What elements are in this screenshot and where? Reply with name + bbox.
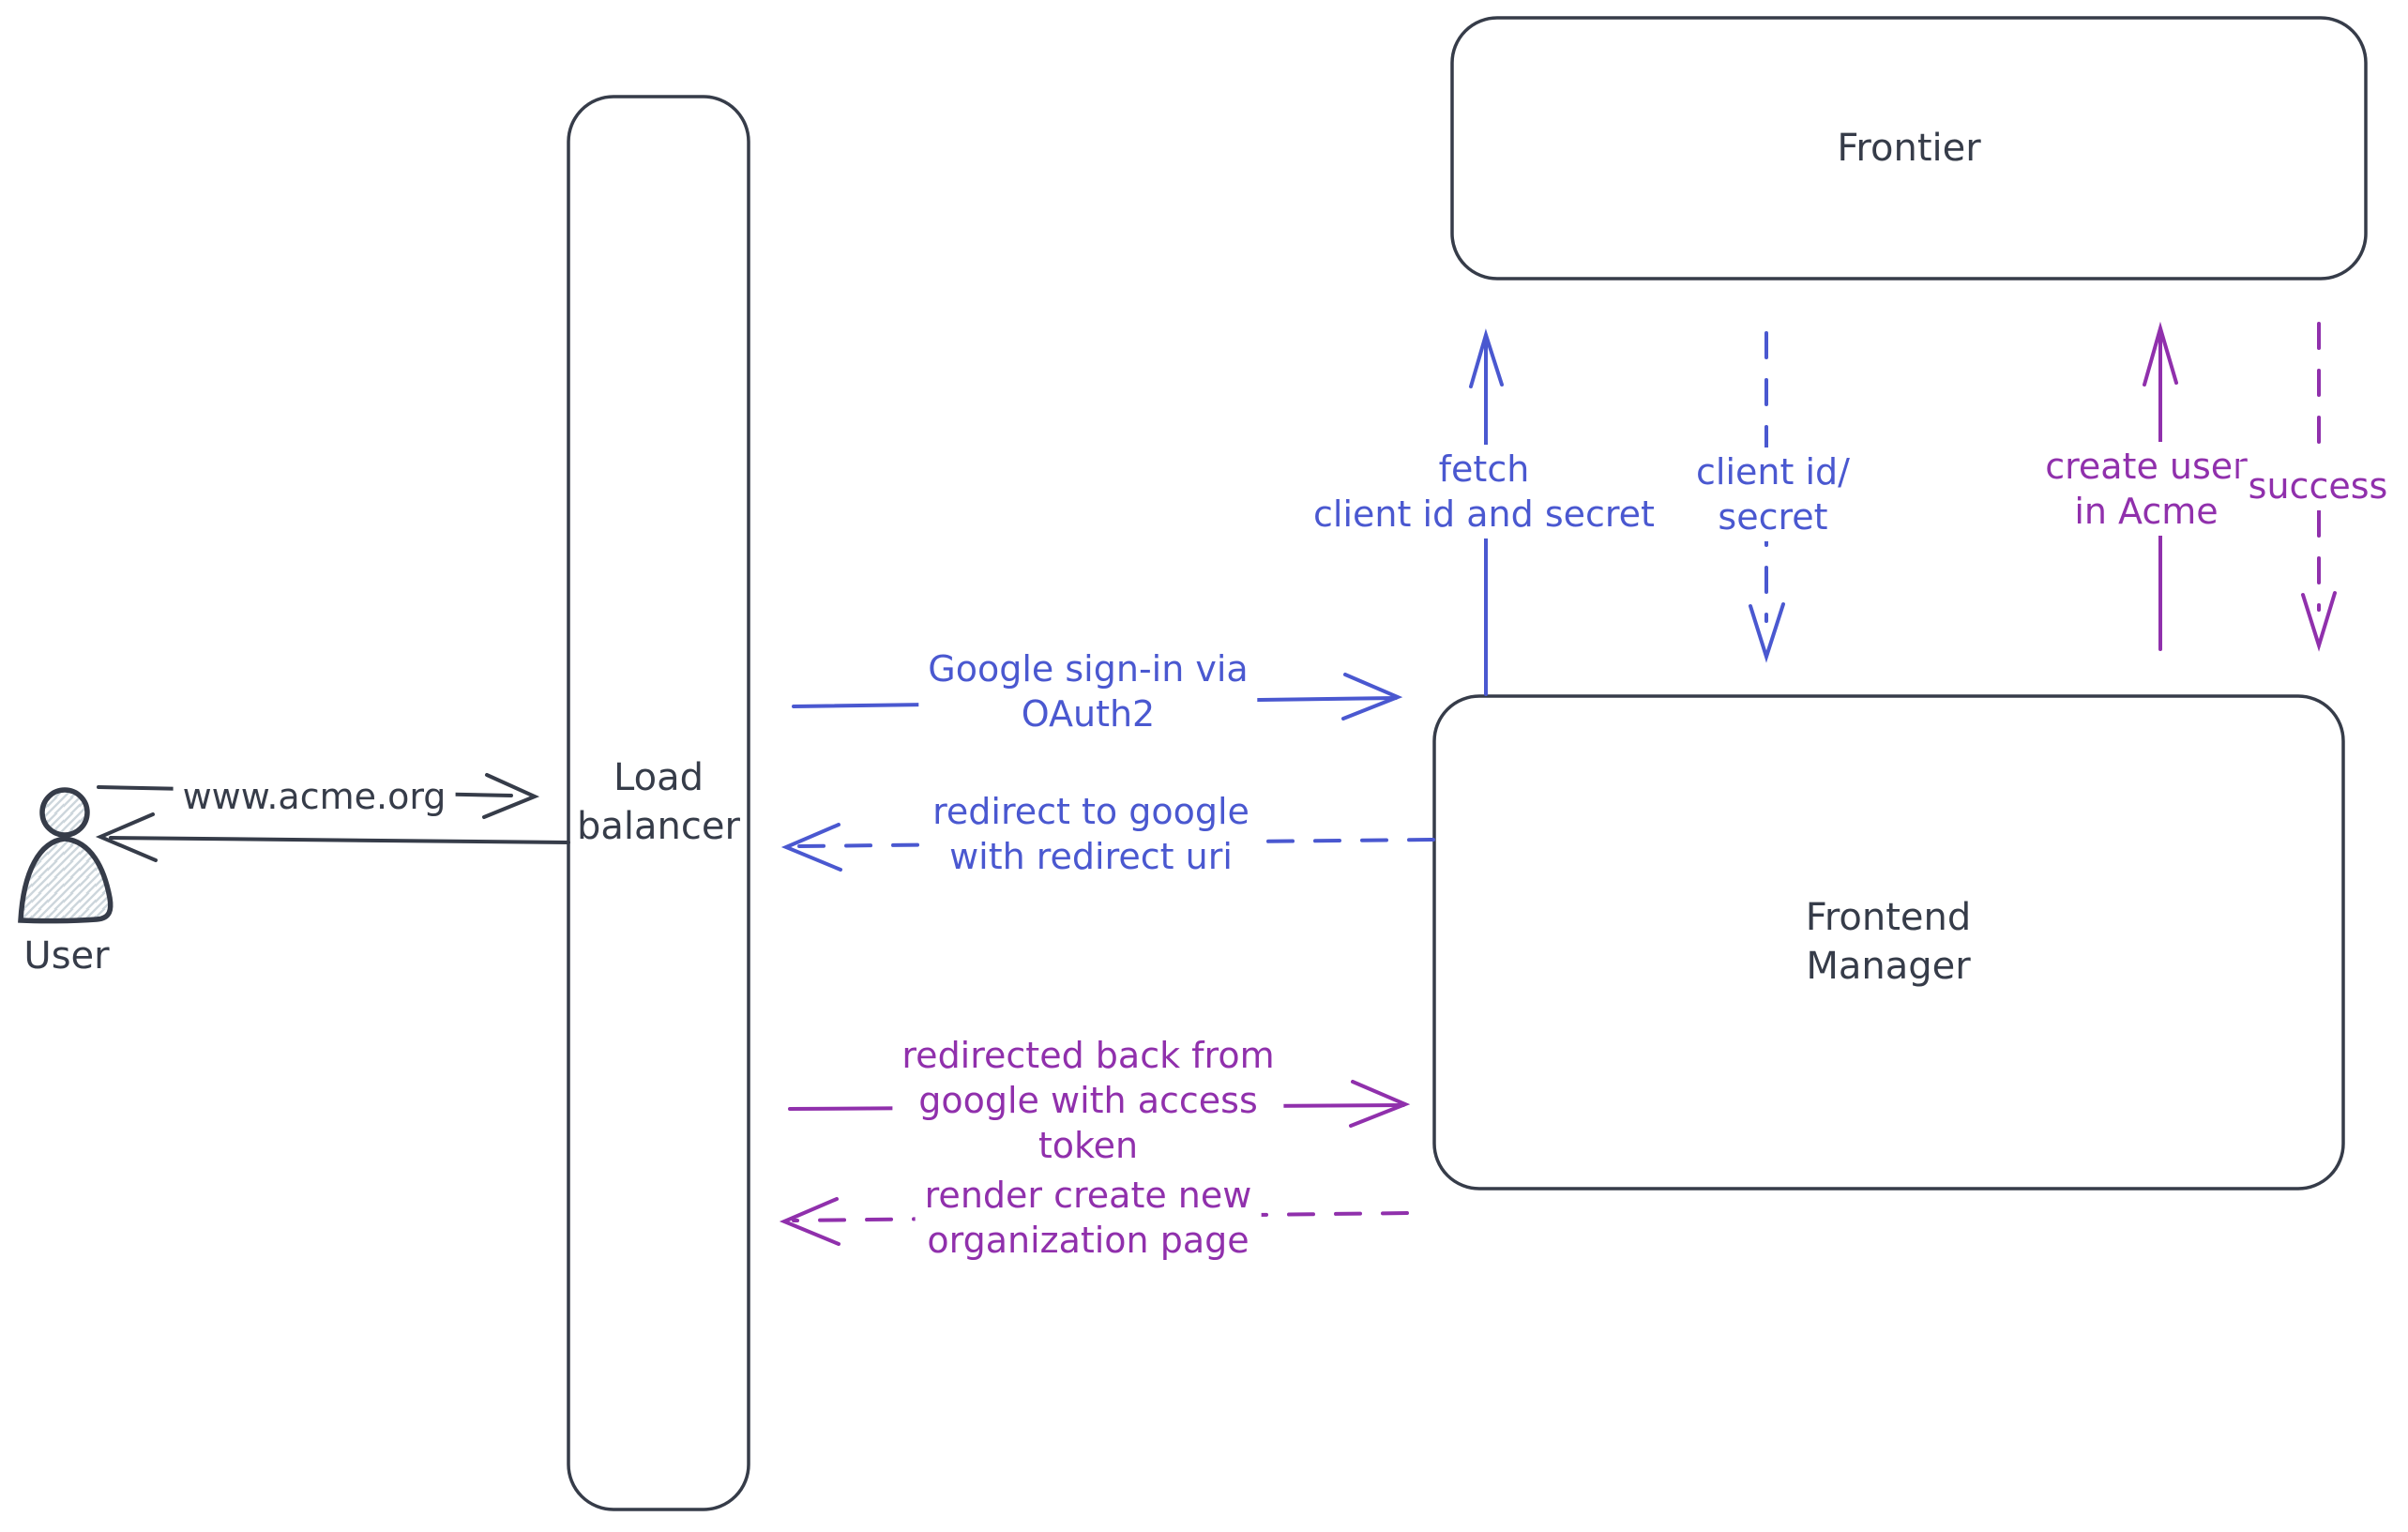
user-head	[39, 787, 90, 838]
load-balancer-label-line1: Load	[613, 756, 704, 799]
create-user-label: create user in Acme	[2036, 442, 2257, 536]
google-signin-label: Google sign-in via OAuth2	[918, 645, 1258, 738]
render-page-label-line1: render create new	[924, 1175, 1252, 1216]
load-balancer-label-line2: balancer	[577, 805, 740, 848]
load-balancer-label: Load balancer	[577, 753, 740, 851]
user-label: User	[23, 934, 110, 978]
frontier-label: Frontier	[1837, 127, 1981, 170]
client-id-label-line2: secret	[1718, 496, 1828, 538]
redirected-back-label-line3: token	[1037, 1125, 1139, 1166]
create-user-label-line1: create user	[2045, 446, 2248, 487]
google-signin-label-line1: Google sign-in via	[928, 648, 1249, 690]
fetch-label-line2: client id and secret	[1313, 493, 1655, 535]
frontend-manager-label-line1: Frontend	[1805, 896, 1972, 939]
success-label: success	[2238, 462, 2398, 510]
redirect-arrow	[780, 823, 1435, 872]
user-body	[18, 836, 114, 924]
www-request-label: www.acme.org	[173, 772, 456, 821]
redirect-label-line2: with redirect uri	[949, 836, 1233, 877]
return-arrow	[95, 812, 570, 862]
redirect-label: redirect to google with redirect uri	[923, 787, 1259, 881]
client-id-label: client id/ secret	[1687, 447, 1859, 541]
frontend-manager-label: Frontend Manager	[1806, 893, 1972, 991]
frontend-manager-box	[1432, 694, 2345, 1191]
render-page-label-line2: organization page	[927, 1220, 1249, 1261]
redirect-label-line1: redirect to google	[932, 791, 1249, 832]
fetch-label-line1: fetch	[1438, 448, 1530, 490]
user-figure	[18, 787, 114, 924]
fetch-label: fetch client id and secret	[1304, 445, 1664, 538]
client-id-label-line1: client id/	[1696, 451, 1850, 493]
redirected-back-label: redirected back from google with access …	[892, 1031, 1284, 1170]
frontier-box	[1450, 16, 2368, 281]
redirected-back-label-line2: google with access	[918, 1080, 1258, 1121]
frontend-manager-label-line2: Manager	[1806, 945, 1971, 988]
load-balancer-box	[567, 95, 750, 1511]
render-page-label: render create new organization page	[915, 1171, 1262, 1265]
create-user-label-line2: in Acme	[2074, 491, 2219, 532]
redirected-back-label-line1: redirected back from	[901, 1035, 1275, 1076]
google-signin-label-line2: OAuth2	[1021, 693, 1156, 735]
